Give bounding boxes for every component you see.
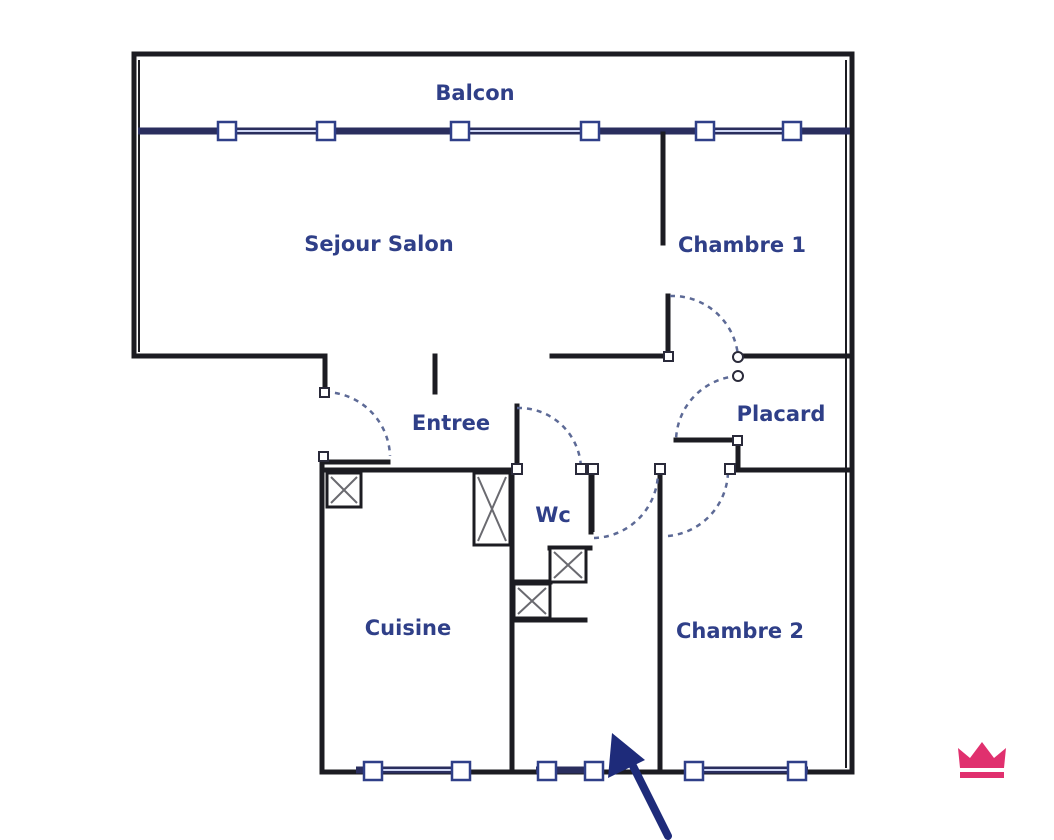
interior-walls <box>322 131 851 775</box>
entrance-arrow-icon <box>608 733 672 840</box>
room-label-placard: Placard <box>737 402 826 426</box>
room-label-cuisine: Cuisine <box>365 616 451 640</box>
door-hinges <box>318 351 744 475</box>
room-label-entree: Entree <box>412 411 490 435</box>
window-post <box>450 760 472 782</box>
ventilation-ducts <box>325 471 588 620</box>
balcony-rail <box>138 120 850 142</box>
room-label-balcon: Balcon <box>435 81 514 105</box>
room-label-wc: Wc <box>535 503 571 527</box>
room-label-chambre-2: Chambre 2 <box>676 619 804 643</box>
window-post <box>583 760 605 782</box>
front-windows <box>356 760 808 782</box>
crown-icon <box>958 742 1006 778</box>
window-post <box>786 760 808 782</box>
window-post <box>683 760 705 782</box>
window-post <box>694 120 716 142</box>
window-post <box>579 120 601 142</box>
window-post <box>216 120 238 142</box>
window-post <box>362 760 384 782</box>
window-post <box>781 120 803 142</box>
window-post <box>449 120 471 142</box>
room-label-chambre-1: Chambre 1 <box>678 233 806 257</box>
room-label-sejour: Sejour Salon <box>304 232 453 256</box>
door-swings <box>324 294 740 540</box>
window-post <box>536 760 558 782</box>
window-post <box>315 120 337 142</box>
